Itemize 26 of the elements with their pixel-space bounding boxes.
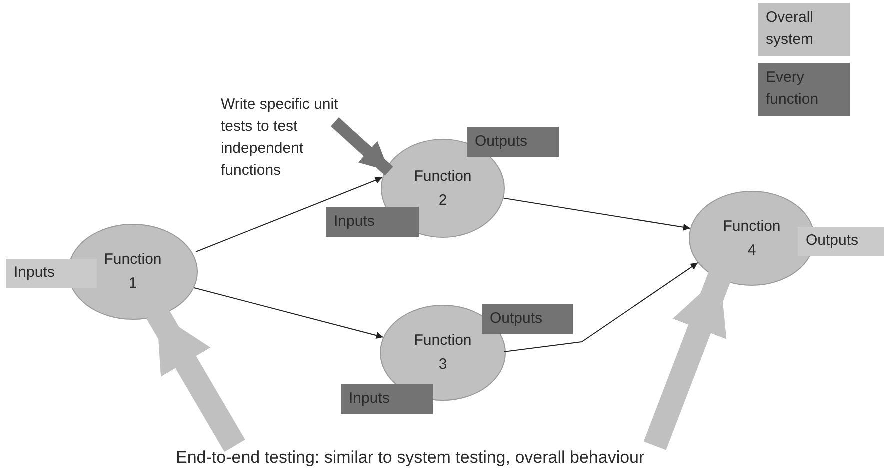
io-label: Outputs (806, 231, 859, 252)
arrow (194, 288, 384, 340)
arrow (196, 177, 383, 252)
io-box (798, 227, 884, 256)
io-label: Outputs (475, 132, 528, 152)
io-label: Inputs (334, 212, 375, 232)
annotation-text: Write specific unit tests to test independent functions (221, 95, 340, 181)
function-label: Function 2 (413, 166, 473, 210)
annotation-text: End-to-end testing: similar to system testing, overall behaviour (176, 447, 646, 469)
function-label: Function 1 (103, 250, 163, 294)
legend-swatch: Every function (758, 63, 850, 116)
function-label: Function 4 (722, 216, 782, 260)
io-box (341, 384, 433, 414)
block-arrow (330, 118, 394, 176)
function-label: Function 3 (413, 331, 473, 375)
arrow (504, 262, 698, 352)
arrow (503, 198, 691, 231)
io-box (467, 127, 559, 157)
io-box (326, 207, 419, 237)
io-label: Inputs (14, 263, 55, 284)
io-label: Outputs (490, 308, 543, 329)
io-box (6, 259, 97, 288)
io-label: Inputs (349, 388, 390, 409)
io-box (482, 304, 573, 334)
legend-swatch: Overall system (758, 3, 850, 56)
block-arrow (644, 271, 732, 450)
